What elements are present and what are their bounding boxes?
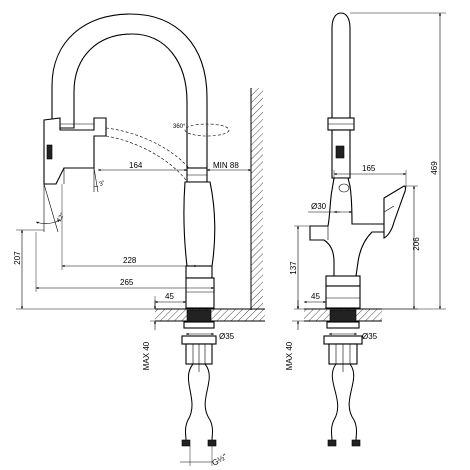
dim-outlet-height: 137 xyxy=(289,225,310,310)
dim-total-reach-label: 265 xyxy=(120,278,134,287)
dim-wall-distance-label: MIN 88 xyxy=(213,161,239,170)
dim-angle-small-label: 12° xyxy=(57,212,67,223)
dim-handle-height: 206 xyxy=(382,185,421,310)
dim-hose-thread-label: G½" xyxy=(211,452,229,468)
hoses-left xyxy=(181,363,217,447)
dim-max-thickness-right: MAX 40 xyxy=(285,300,304,370)
dim-head-tilt: 3° xyxy=(93,167,107,193)
dim-thread-diameter-right-label: Ø35 xyxy=(362,332,378,341)
faucet-body-side xyxy=(309,177,407,309)
dim-inner-reach-label: 228 xyxy=(123,256,137,265)
dim-max-thickness: MAX 40 xyxy=(142,300,160,370)
dim-total-reach: 265 xyxy=(35,232,215,292)
spout-tube xyxy=(327,12,355,179)
dim-body-diameter: Ø30 xyxy=(308,202,352,214)
dim-outlet-height-label: 137 xyxy=(289,261,298,275)
dim-handle-width: 165 xyxy=(333,164,407,188)
mounting-right xyxy=(323,309,363,372)
dim-thread-diameter-right: Ø35 xyxy=(329,332,378,341)
dim-handle-height-label: 206 xyxy=(412,237,421,251)
left-view: 360° xyxy=(13,13,265,468)
mounting-left xyxy=(181,309,217,372)
hoses-right xyxy=(327,363,361,447)
dim-deck-offset-right-label: 45 xyxy=(311,292,320,301)
dim-hose-thread: G½" xyxy=(180,446,229,468)
dim-spout-reach-label: 164 xyxy=(129,161,143,170)
dim-deck-offset-right: 45 xyxy=(304,292,326,304)
dim-spout-reach: 164 xyxy=(98,161,187,172)
dim-head-tilt-label: 3° xyxy=(99,180,107,188)
dim-body-diameter-label: Ø30 xyxy=(311,202,327,211)
dim-max-thickness-label: MAX 40 xyxy=(142,341,151,370)
dim-total-height-label: 469 xyxy=(430,161,439,175)
dim-max-thickness-right-label: MAX 40 xyxy=(285,341,294,370)
dim-deck-offset: 45 xyxy=(154,292,186,309)
dim-height: 207 xyxy=(13,229,155,310)
dim-thread-diameter: Ø35 xyxy=(186,332,235,341)
right-view: 469 165 Ø30 206 137 xyxy=(285,12,446,447)
dim-height-label: 207 xyxy=(13,251,22,265)
dim-inner-reach: 228 xyxy=(61,184,197,270)
dim-angle-small: 12° xyxy=(35,183,67,233)
dim-deck-offset-label: 45 xyxy=(165,292,174,301)
wall xyxy=(250,88,263,310)
dim-total-height: 469 xyxy=(350,12,446,310)
dim-thread-diameter-label: Ø35 xyxy=(219,332,235,341)
dim-wall-distance: MIN 88 xyxy=(207,161,251,172)
rotation-ellipse: 360° xyxy=(173,123,230,137)
dim-handle-width-label: 165 xyxy=(362,164,376,173)
rotation-label: 360° xyxy=(173,124,186,130)
faucet-body xyxy=(183,167,216,309)
spray-head xyxy=(43,117,107,185)
